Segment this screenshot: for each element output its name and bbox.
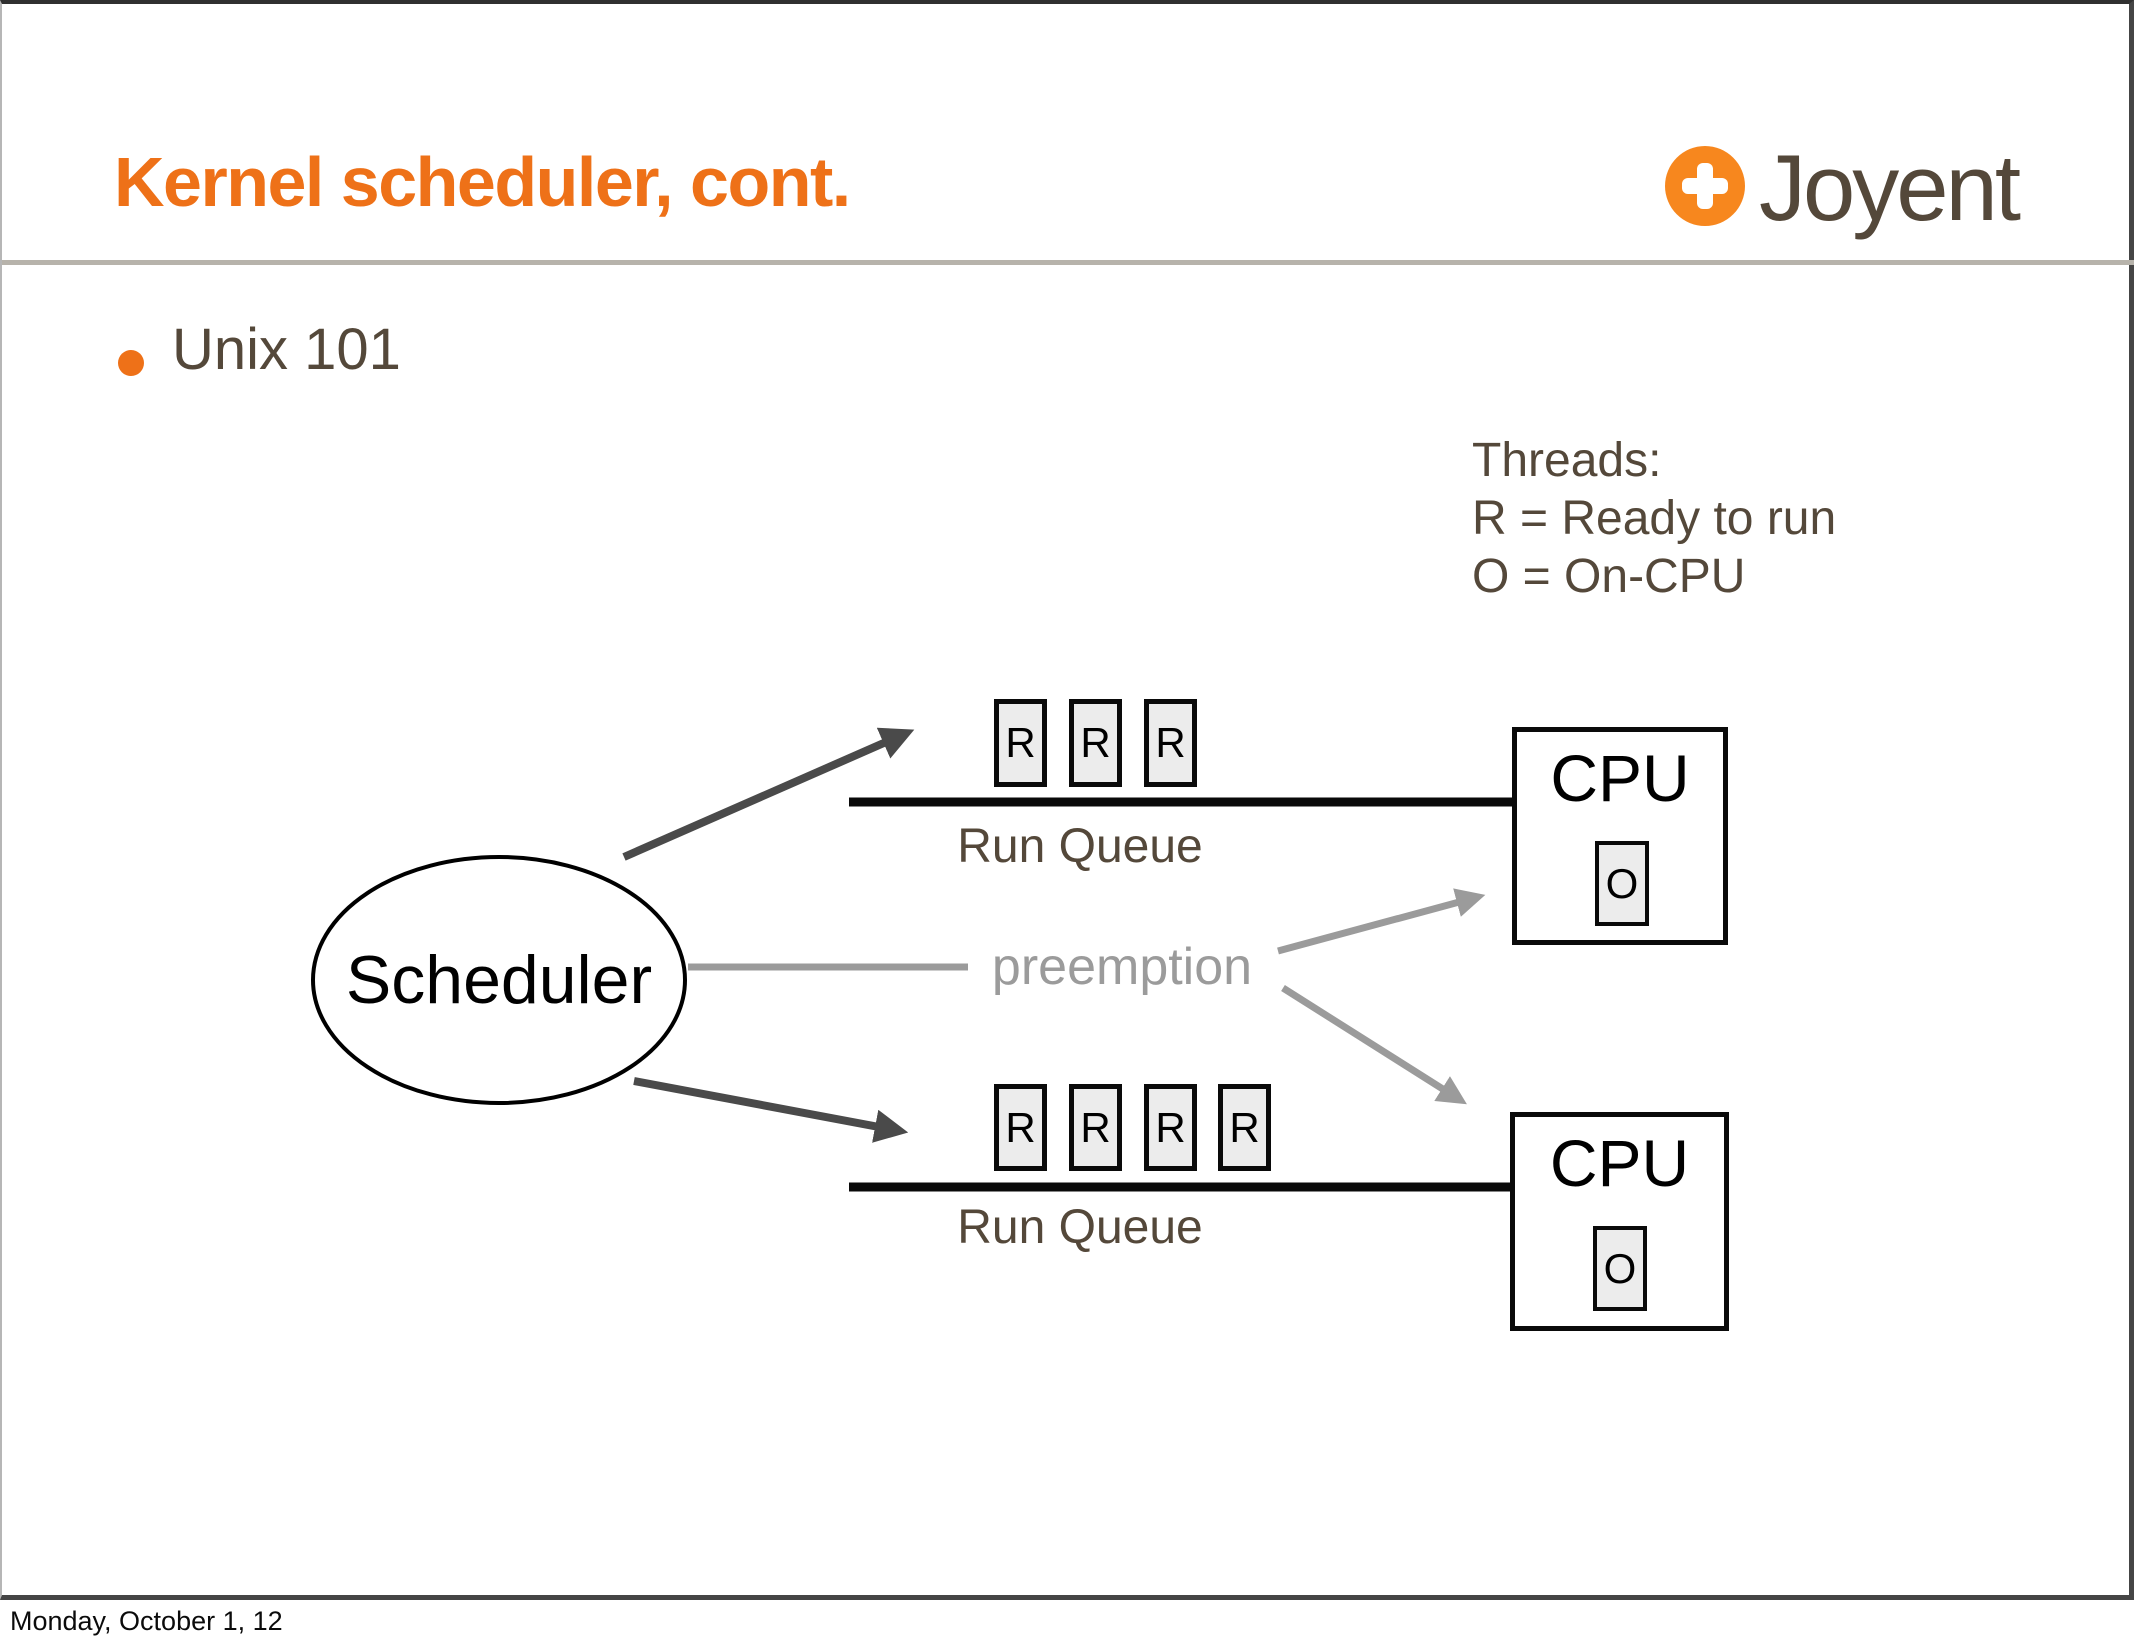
thread-box-ready: R xyxy=(994,699,1047,787)
legend-title: Threads: xyxy=(1472,434,1662,487)
footer-date: Monday, October 1, 12 xyxy=(10,1606,283,1636)
preemption-arrow-to-bottom-cpu xyxy=(1281,985,1467,1105)
run-queue-label-bottom: Run Queue xyxy=(957,1201,1203,1254)
thread-box-ready: R xyxy=(1144,1084,1197,1171)
joyent-logo: Joyent xyxy=(1665,135,2045,254)
cpu-label: CPU xyxy=(1549,1126,1690,1200)
cpu-label: CPU xyxy=(1550,741,1690,815)
thread-box-ready: R xyxy=(994,1084,1047,1171)
legend-line-ready: R = Ready to run xyxy=(1472,492,1837,545)
run-queue-label-top: Run Queue xyxy=(957,820,1203,873)
thread-box-oncpu: O xyxy=(1595,841,1649,926)
arrow-scheduler-to-top-queue xyxy=(622,727,915,861)
scheduler-label: Scheduler xyxy=(345,942,653,1018)
joyent-logo-text: Joyent xyxy=(1759,135,2021,240)
threads-legend: Threads: R = Ready to run O = On-CPU xyxy=(1472,432,1836,606)
legend-line-oncpu: O = On-CPU xyxy=(1472,550,1746,603)
thread-box-ready: R xyxy=(1144,699,1197,787)
joyent-plus-icon xyxy=(1665,146,1745,226)
bullet-dot xyxy=(118,350,144,376)
thread-box-ready: R xyxy=(1069,699,1122,787)
slide: Kernel scheduler, cont. Joyent Unix 101 … xyxy=(0,0,2134,1600)
header-divider xyxy=(2,260,2134,265)
plus-icon-horizontal-bar xyxy=(1682,178,1728,194)
preemption-label: preemption xyxy=(991,938,1253,996)
thread-box-ready: R xyxy=(1069,1084,1122,1171)
cpu-box-bottom: CPU O xyxy=(1510,1112,1729,1331)
cpu-box-top: CPU O xyxy=(1512,727,1728,945)
thread-box-ready: R xyxy=(1218,1084,1271,1171)
thread-box-oncpu: O xyxy=(1593,1226,1647,1311)
bullet-text: Unix 101 xyxy=(172,317,401,382)
page-title: Kernel scheduler, cont. xyxy=(114,143,851,221)
